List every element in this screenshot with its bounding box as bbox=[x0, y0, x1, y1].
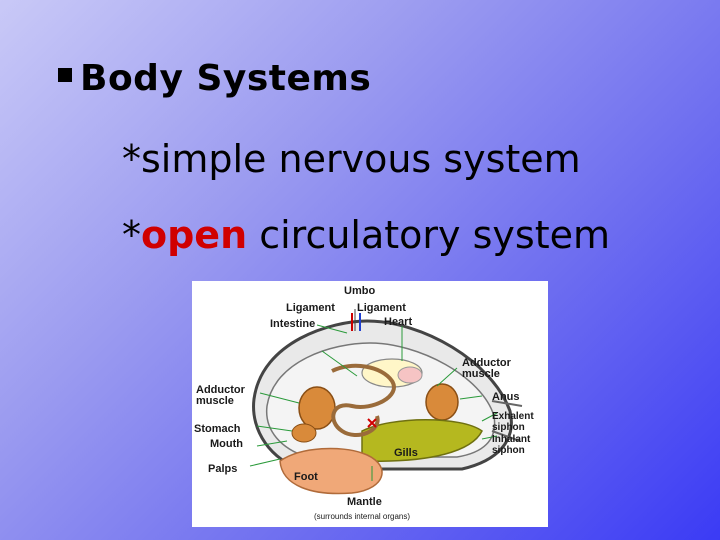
stomach-shape bbox=[292, 424, 316, 442]
adductor-right-shape bbox=[426, 384, 458, 420]
label-intestine: Intestine bbox=[270, 319, 315, 330]
label-foot: Foot bbox=[294, 472, 318, 483]
bullet-prefix: * bbox=[122, 213, 141, 257]
label-adductor-left: Adductor muscle bbox=[196, 385, 258, 407]
heart-inner-shape bbox=[398, 367, 422, 383]
label-exhalent-siphon: Exhalent siphon bbox=[492, 411, 546, 433]
label-adductor-right: Adductor muscle bbox=[462, 358, 532, 380]
label-mouth: Mouth bbox=[210, 439, 243, 450]
bullet-square-icon bbox=[58, 68, 72, 82]
label-stomach: Stomach bbox=[194, 424, 240, 435]
bullet-text: simple nervous system bbox=[141, 137, 581, 181]
label-ligament-right: Ligament bbox=[357, 303, 406, 314]
label-anus: Anus bbox=[492, 392, 520, 403]
highlight-word: open bbox=[141, 213, 247, 257]
bullet-text: circulatory system bbox=[247, 213, 610, 257]
bullet-circulatory-system: *open circulatory system bbox=[122, 213, 610, 257]
label-gills: Gills bbox=[394, 448, 418, 459]
label-ligament-left: Ligament bbox=[286, 303, 335, 314]
label-mantle-note: (surrounds internal organs) bbox=[314, 511, 410, 522]
label-heart: Heart bbox=[384, 317, 412, 328]
adductor-left-shape bbox=[299, 387, 335, 429]
heading-text: Body Systems bbox=[80, 58, 371, 99]
slide-heading: Body Systems bbox=[58, 58, 371, 99]
label-inhalant-siphon: Inhalant siphon bbox=[492, 434, 546, 456]
bullet-nervous-system: *simple nervous system bbox=[122, 137, 581, 181]
label-mantle: Mantle bbox=[347, 497, 382, 508]
bullet-prefix: * bbox=[122, 137, 141, 181]
label-palps: Palps bbox=[208, 464, 237, 475]
clam-anatomy-diagram: Umbo Ligament Ligament Intestine Heart A… bbox=[192, 281, 548, 527]
label-umbo: Umbo bbox=[344, 286, 375, 297]
